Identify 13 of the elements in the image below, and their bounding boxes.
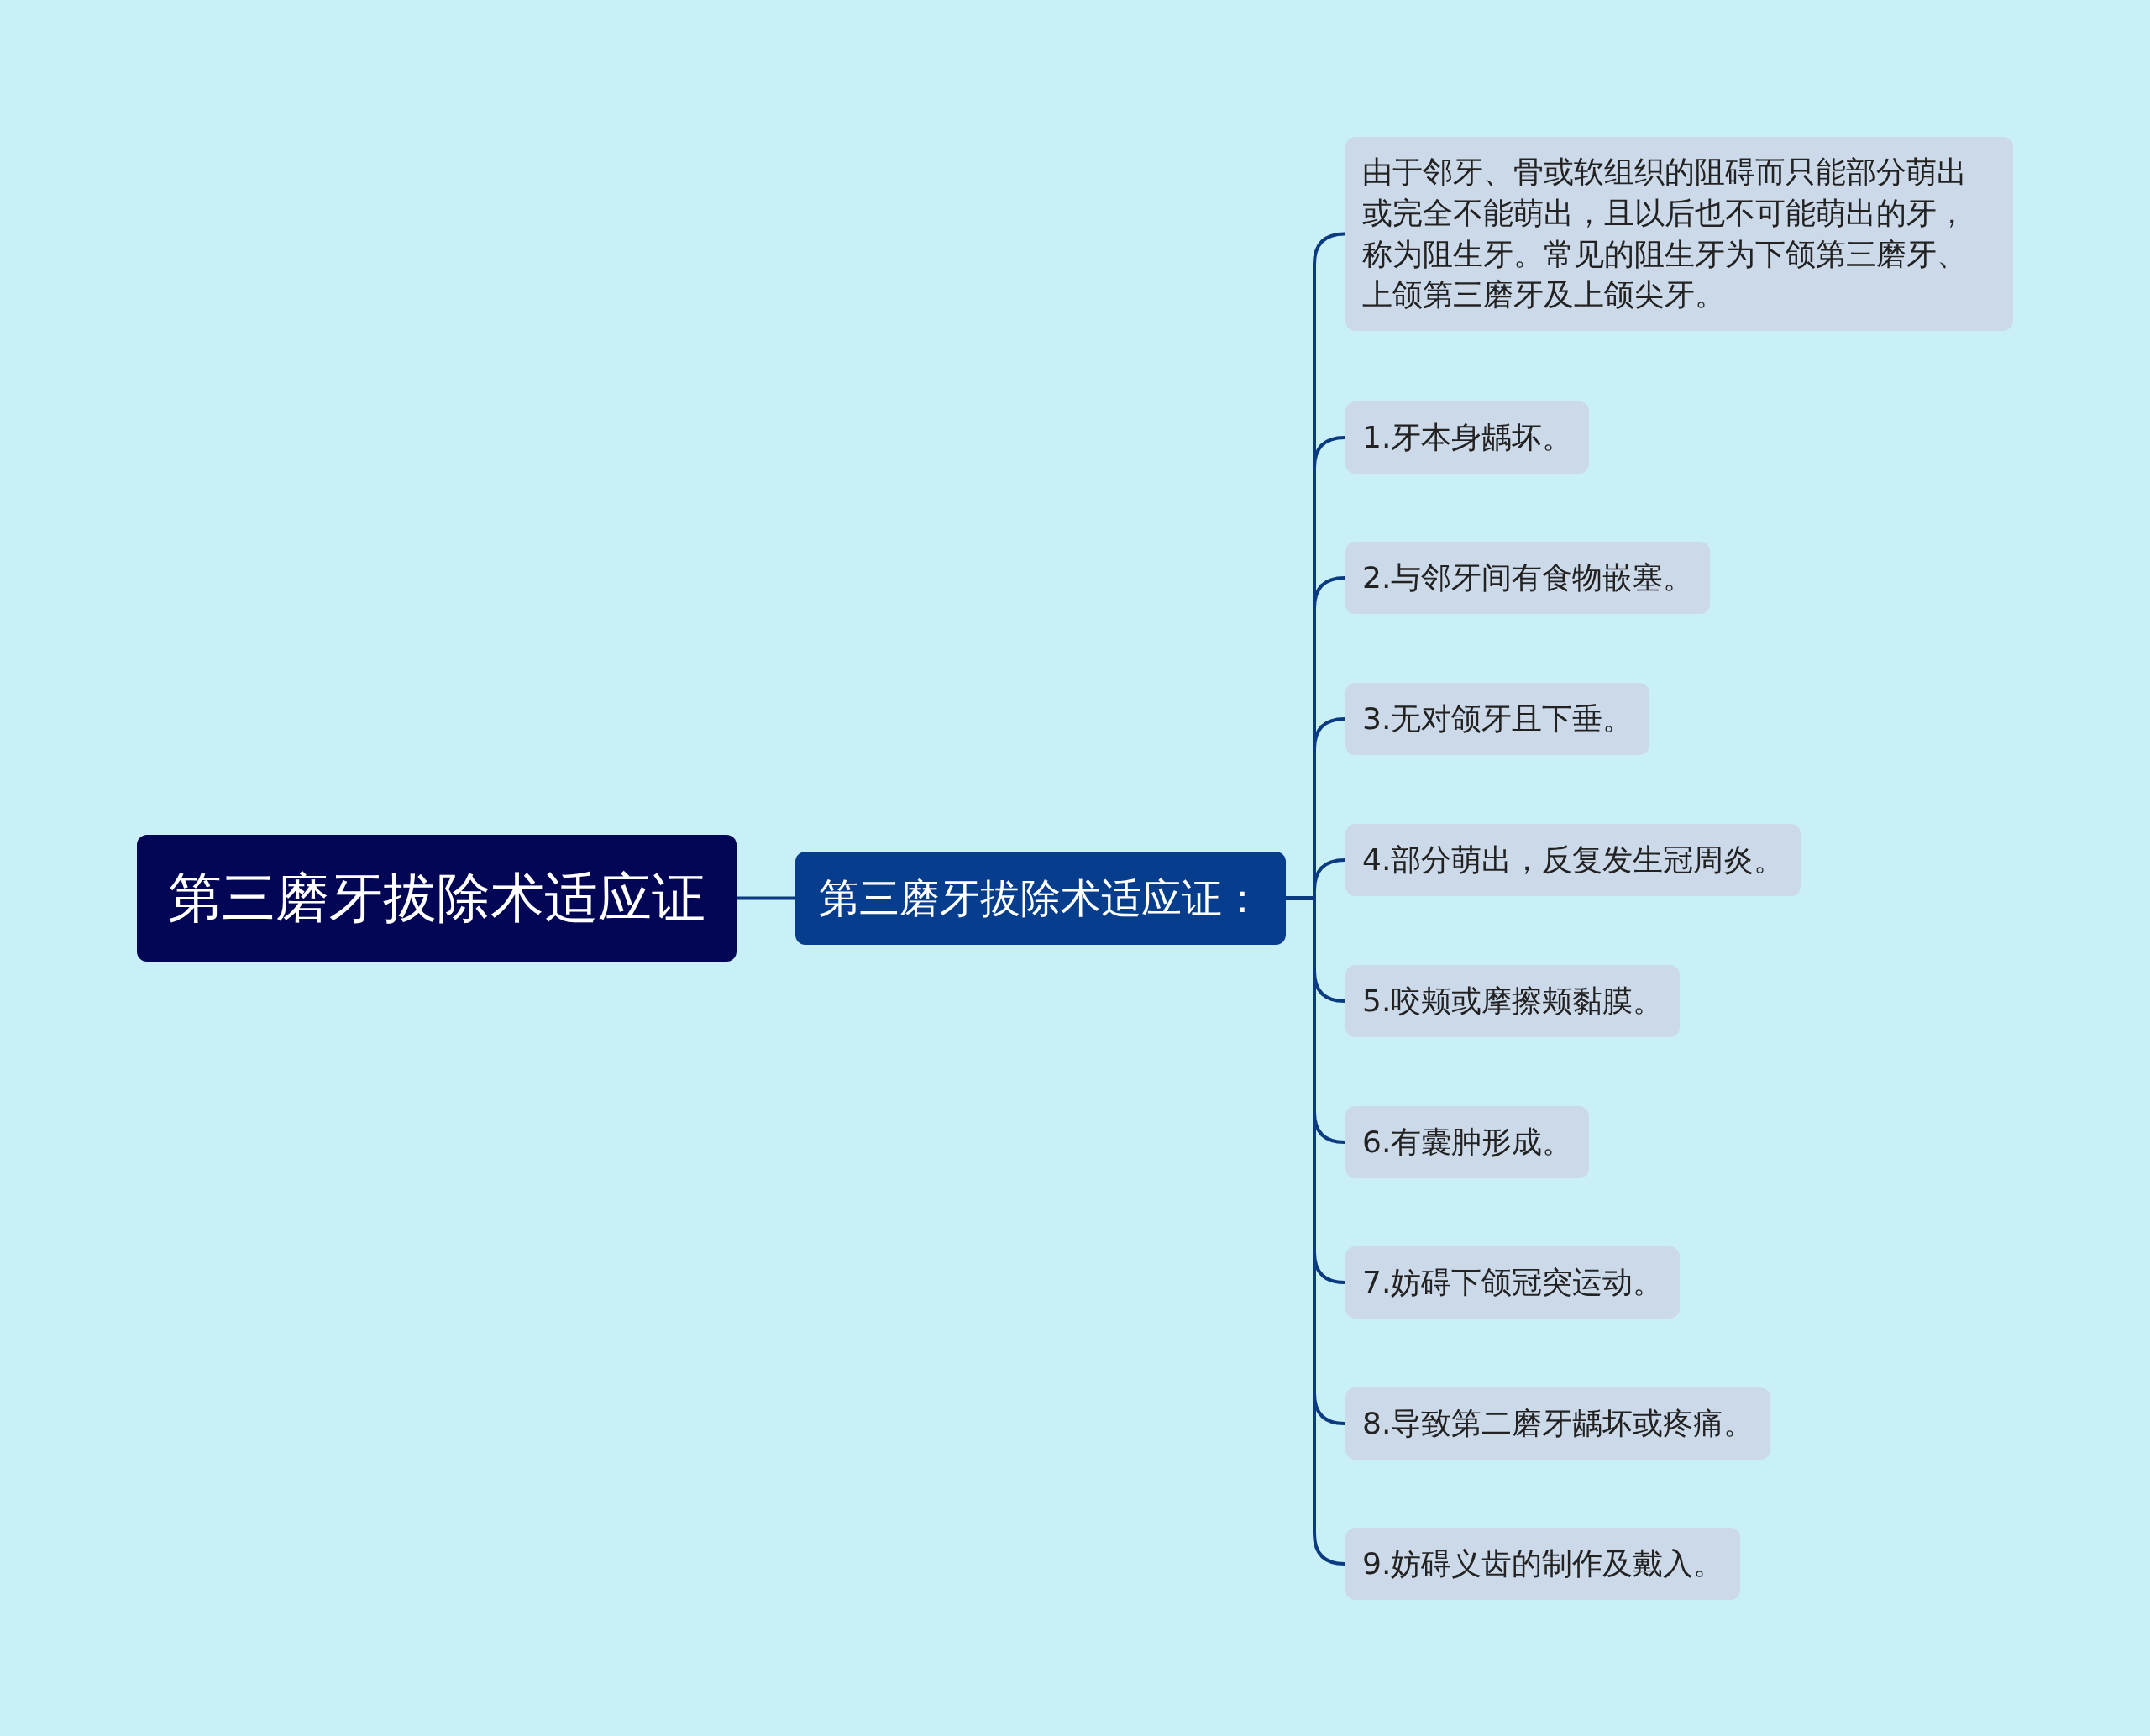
leaf-topic-box: 3.无对颌牙且下垂。 bbox=[1345, 683, 1650, 755]
leaf-topic-box: 4.部分萌出，反复发生冠周炎。 bbox=[1345, 824, 1801, 896]
leaf-topic-box: 6.有囊肿形成。 bbox=[1345, 1106, 1590, 1178]
leaf-topic-box: 1.牙本身龋坏。 bbox=[1345, 401, 1590, 474]
leaf-topic-box: 9.妨碍义齿的制作及戴入。 bbox=[1345, 1528, 1741, 1600]
root-topic-box: 第三磨牙拔除术适应证 bbox=[137, 835, 737, 962]
leaf-topic-box: 5.咬颊或摩擦颊黏膜。 bbox=[1345, 965, 1681, 1037]
leaf-topic-box: 由于邻牙、骨或软组织的阻碍而只能部分萌出或完全不能萌出，且以后也不可能萌出的牙，称为阻生牙。常见的阻生牙为下颌第三磨牙、上颌第三磨牙及上颌尖牙。 bbox=[1345, 137, 2013, 331]
leaf-topic-box: 8.导致第二磨牙龋坏或疼痛。 bbox=[1345, 1387, 1771, 1460]
subtopic-box: 第三磨牙拔除术适应证： bbox=[795, 852, 1286, 945]
connector-line bbox=[737, 896, 795, 900]
leaf-topic-box: 7.妨碍下颌冠突运动。 bbox=[1345, 1246, 1681, 1319]
leaf-topic-box: 2.与邻牙间有食物嵌塞。 bbox=[1345, 542, 1711, 614]
